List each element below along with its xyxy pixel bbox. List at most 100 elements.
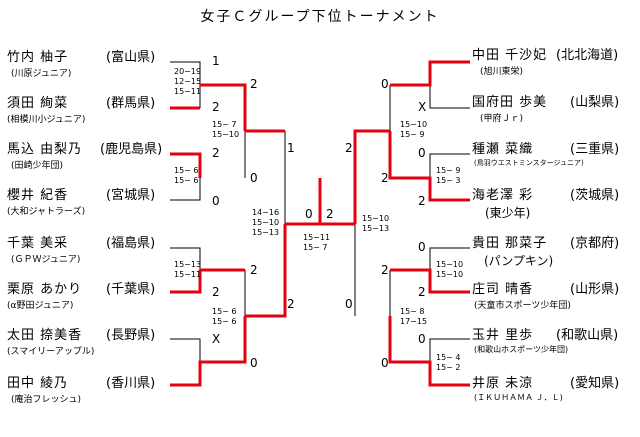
player-name: 竹内 柚子 [7, 50, 69, 65]
bracket-winner-line [170, 270, 202, 294]
bracket-line [429, 85, 470, 109]
round-mark: 0 [418, 240, 426, 254]
round-mark: 0 [418, 332, 426, 346]
match-score: 15−11 15− 7 [303, 233, 331, 252]
match-score: 15− 6 15− 6 [174, 166, 199, 185]
round-mark: 2 [418, 285, 426, 299]
round-mark: 0 [250, 356, 258, 370]
player-name: 櫻井 紀香 [7, 188, 69, 203]
match-score: 15−10 15−13 [362, 214, 390, 233]
player-name: 玉井 里歩 [472, 328, 534, 343]
player-team: (甲府Ｊｒ) [480, 114, 524, 124]
player-team: (相模川小ジュニア) [7, 115, 86, 125]
round-mark: 1 [287, 141, 295, 155]
player-prefecture: (三重県) [570, 142, 620, 157]
player-team: (東少年) [485, 206, 531, 220]
player-prefecture: (京都府) [570, 236, 620, 251]
bracket-winner-line [390, 268, 470, 294]
player-prefecture: (群馬県) [106, 96, 156, 111]
bracket-winner-line [170, 316, 247, 387]
match-score: 15− 6 15− 6 [212, 307, 237, 326]
bracket-line [170, 247, 201, 270]
player-team: (天童市スポーツ少年団) [474, 301, 571, 311]
round-mark: 2 [212, 146, 220, 160]
round-mark: 2 [381, 171, 389, 185]
player-team: (ＩＫＵＨＡＭＡ Ｊ．Ｌ) [474, 393, 563, 402]
player-team: (和歌山ホスポーツ少年団) [474, 345, 569, 354]
player-prefecture: (長野県) [106, 328, 156, 343]
round-mark: 0 [381, 77, 389, 91]
player-team: (川原ジュニア) [11, 69, 72, 79]
match-score: 15− 9 15− 3 [436, 166, 461, 185]
round-mark: 0 [305, 207, 313, 221]
bracket-line [429, 153, 470, 178]
match-score: 14−16 15−10 15−13 [252, 208, 280, 237]
player-team: (スマイリーアップル) [7, 347, 95, 357]
player-prefecture: (山形県) [570, 282, 620, 297]
bracket-winner-line [390, 60, 470, 87]
player-name: 国府田 歩美 [472, 95, 548, 110]
player-name: 中田 千沙妃 [472, 48, 548, 63]
round-mark: 2 [250, 263, 258, 277]
player-team: (パンプキン) [484, 254, 554, 268]
round-mark: 2 [287, 297, 295, 311]
round-mark: 2 [212, 100, 220, 114]
player-team: (鳥羽ウエストミンスタージュニア) [474, 159, 584, 167]
player-name: 田中 綾乃 [7, 376, 69, 391]
player-name: 馬込 由梨乃 [7, 142, 83, 157]
round-mark: 2 [250, 77, 258, 91]
player-name: 須田 絢菜 [7, 96, 69, 111]
bracket-line [170, 338, 201, 362]
bracket-winner-line [353, 129, 390, 224]
player-team: (田崎少年団) [11, 161, 64, 171]
match-score: 15− 4 15− 2 [436, 353, 461, 372]
player-name: 海老澤 彩 [472, 188, 534, 203]
bracket-winner-line [388, 131, 470, 202]
bracket-winner-line [285, 178, 322, 226]
bracket-line [170, 178, 201, 201]
player-team: (庵治フレッシュ) [11, 395, 82, 405]
player-name: 種瀬 菜織 [472, 142, 534, 157]
player-team: (旭川東栄) [480, 67, 524, 77]
player-name: 井原 未涼 [472, 376, 534, 391]
player-team: (ＧＰＷジュニア) [11, 255, 81, 265]
player-prefecture: (宮城県) [106, 188, 156, 203]
player-name: 栗原 あかり [7, 282, 83, 297]
player-prefecture: (香川県) [106, 376, 156, 391]
player-prefecture: (富山県) [106, 50, 156, 65]
round-mark: X [418, 100, 427, 114]
round-mark: 0 [250, 171, 258, 185]
player-prefecture: (茨城県) [570, 188, 620, 203]
player-prefecture: (北北海道) [556, 48, 619, 63]
player-name: 千葉 美采 [7, 236, 69, 251]
match-score: 15− 7 15−10 [212, 120, 240, 139]
match-score: 15−10 15−10 [436, 260, 464, 279]
bracket-winner-line [170, 152, 202, 178]
player-prefecture: (愛知県) [570, 376, 620, 391]
player-prefecture: (福島県) [106, 236, 156, 251]
round-mark: X [212, 332, 221, 346]
player-name: 太田 捺美香 [7, 328, 83, 343]
player-team: (大和ジャトラーズ) [7, 207, 86, 217]
match-score: 20−19 12−15 15−11 [174, 67, 202, 96]
bracket-line [170, 61, 201, 85]
round-mark: 2 [418, 194, 426, 208]
bracket-winner-line [245, 224, 287, 318]
round-mark: 0 [418, 146, 426, 160]
page-title: 女子Ｃグループ下位トーナメント [200, 9, 440, 25]
match-score: 15−13 15−11 [174, 260, 202, 279]
bracket-line [429, 247, 470, 270]
round-mark: 1 [212, 54, 220, 68]
player-team: (α野田ジュニア) [7, 301, 74, 311]
bracket-loser-lines [170, 61, 470, 362]
round-mark: 0 [212, 194, 220, 208]
match-score: 15−10 15− 9 [400, 120, 428, 139]
bracket-winner-lines [170, 60, 470, 387]
player-name: 貴田 那菜子 [472, 236, 548, 251]
player-prefecture: (山梨県) [570, 95, 620, 110]
round-mark: 2 [381, 263, 389, 277]
bracket-line [429, 338, 470, 362]
round-mark: 0 [345, 297, 353, 311]
match-score: 15− 8 17−15 [400, 307, 428, 326]
